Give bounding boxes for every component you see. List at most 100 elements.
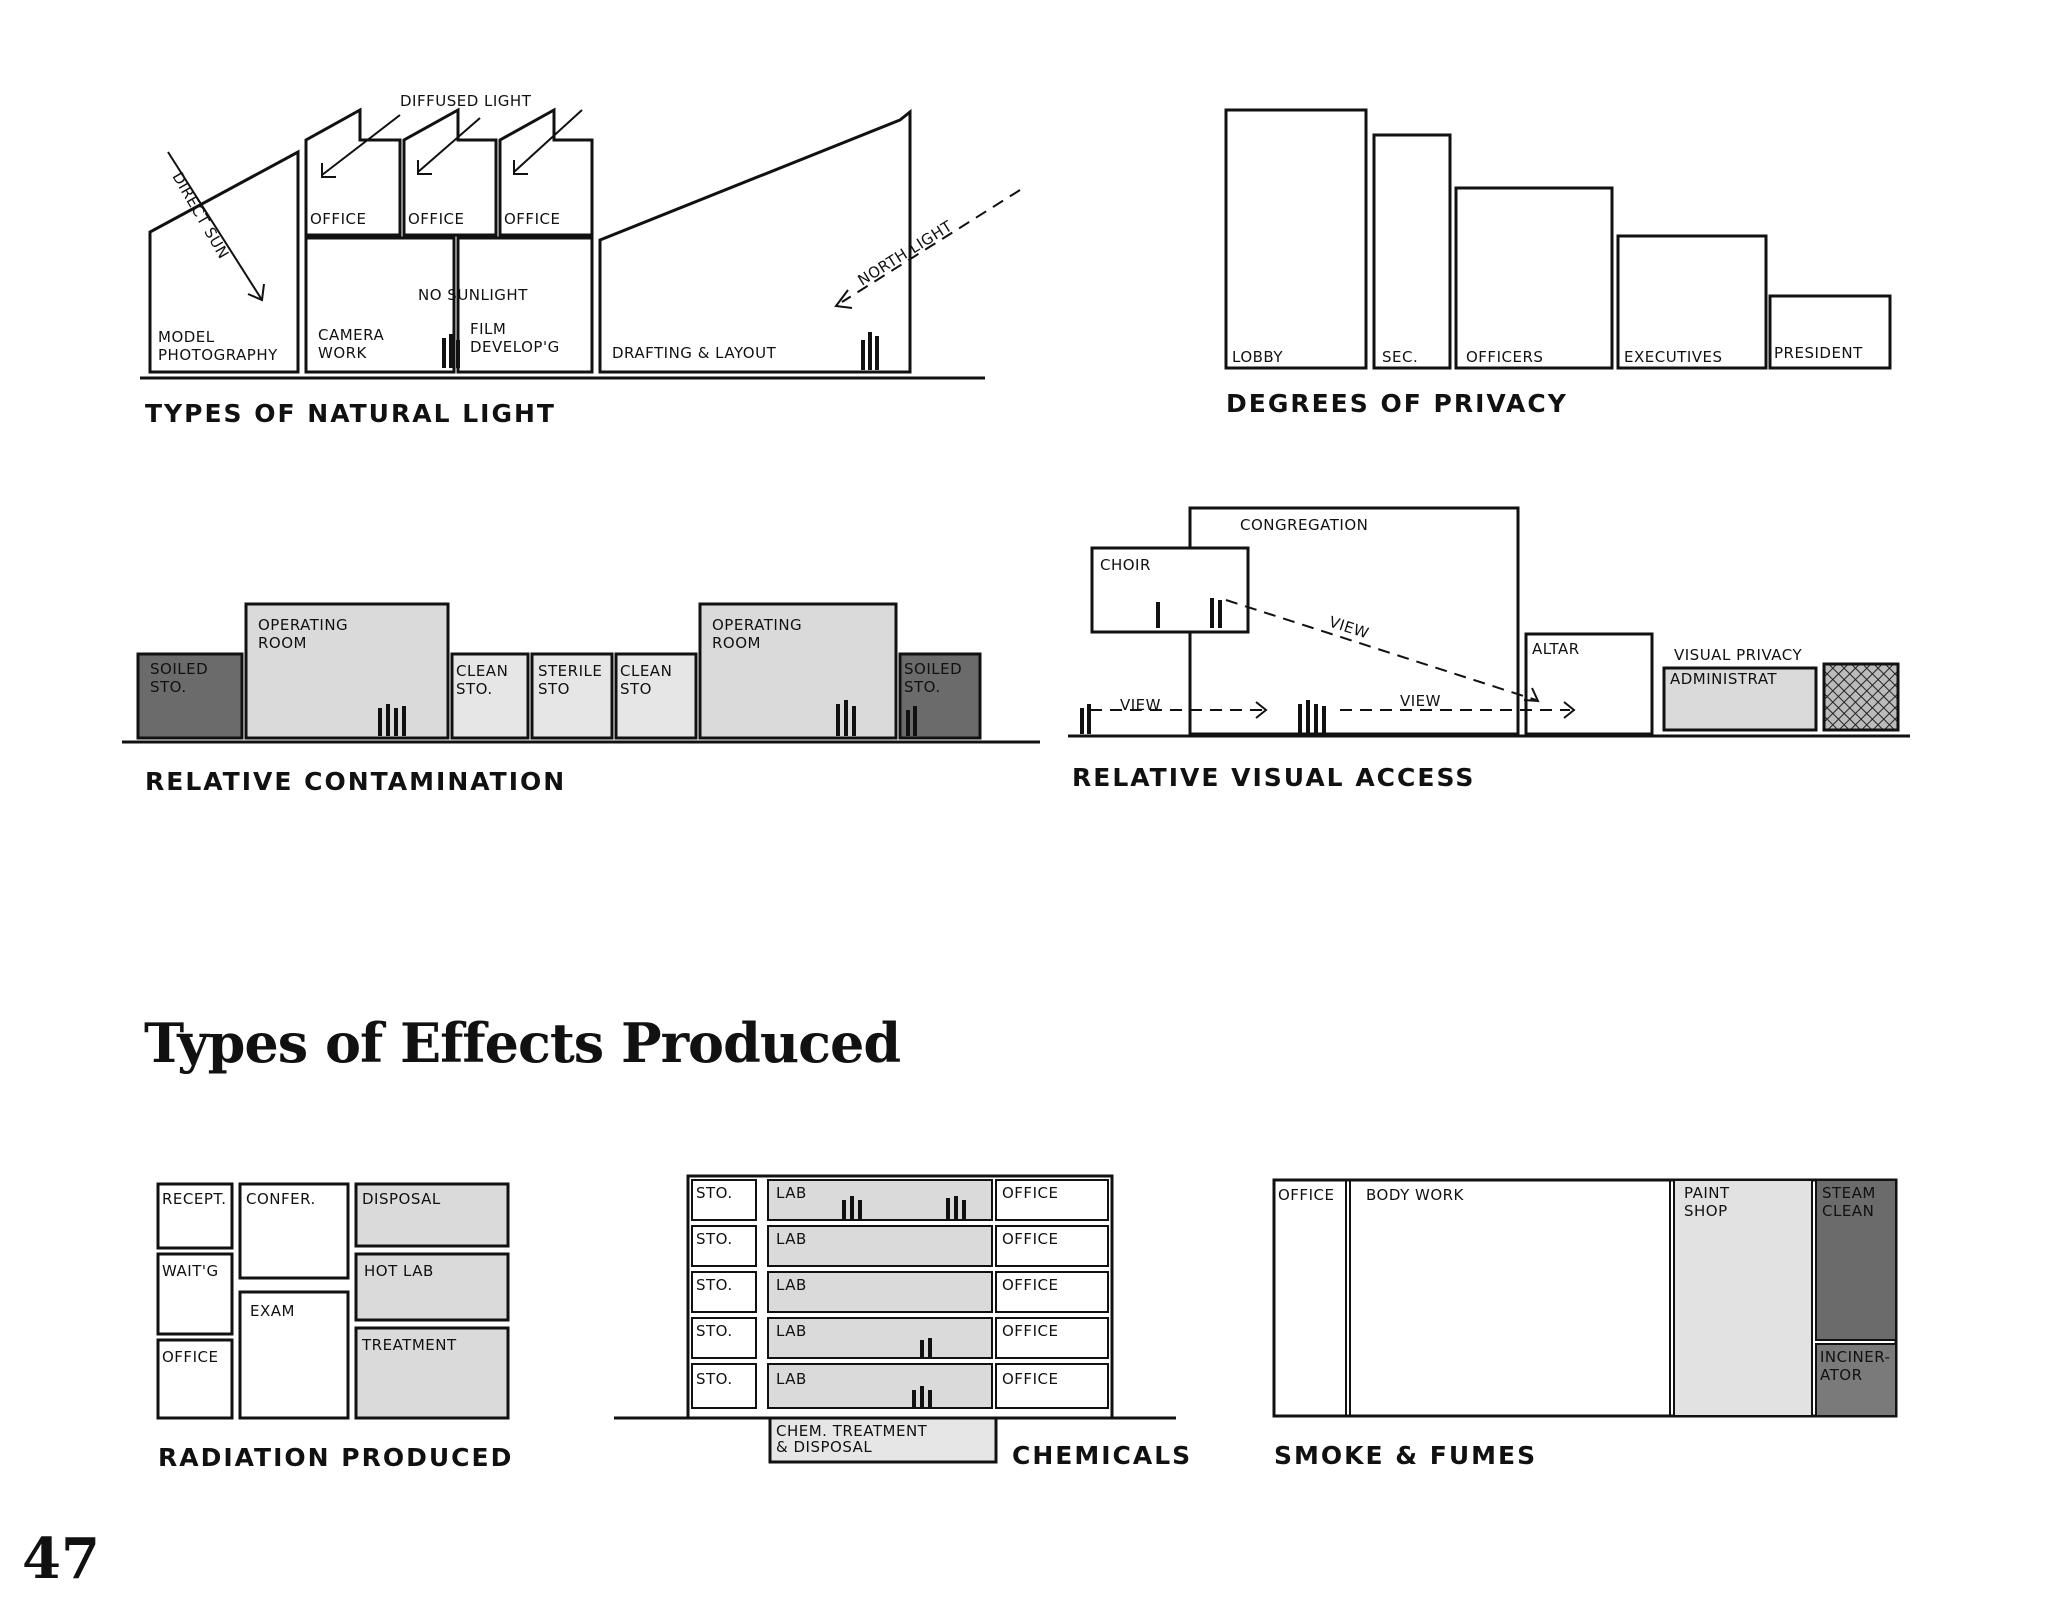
view-label-1: VIEW [1120, 696, 1161, 714]
ator-label: ATOR [1820, 1366, 1863, 1384]
sto-label-5: STO. [696, 1370, 733, 1388]
north-light-arrow [841, 189, 1021, 303]
office-bay-3 [498, 107, 594, 237]
hot-lab-label: HOT LAB [364, 1262, 434, 1280]
diffused-light-arrow-2 [417, 117, 481, 173]
incinerator-label: INCINER- [1820, 1348, 1890, 1366]
arrowhead [321, 163, 336, 178]
diffused-light-label: DIFFUSED LIGHT [400, 92, 532, 110]
conference-room [238, 1182, 350, 1280]
people-figures [378, 700, 917, 736]
arrowhead [1255, 701, 1268, 719]
soiled-storage-left [136, 652, 244, 740]
drafting-layout-label: DRAFTING & LAYOUT [612, 344, 777, 362]
waiting-room [156, 1252, 234, 1336]
section-heading: Types of Effects Produced [144, 1011, 900, 1075]
people-figures [842, 1196, 966, 1408]
recept-label: RECEPT. [162, 1190, 227, 1208]
storage-label-left: STO. [150, 678, 187, 696]
model-photography-block [148, 149, 300, 374]
congregation-label: CONGREGATION [1240, 516, 1368, 534]
sto-label-3: STO. [696, 1276, 733, 1294]
chemicals-diagram: STO. LAB OFFICE STO. LAB OFFICE STO. LAB… [614, 1174, 1190, 1470]
room-label-left: ROOM [258, 634, 307, 652]
natural-light-caption: TYPES OF NATURAL LIGHT [145, 399, 556, 428]
executives-label: EXECUTIVES [1624, 348, 1723, 366]
lab-label-1: LAB [776, 1184, 807, 1202]
office-label-1: OFFICE [1002, 1184, 1058, 1202]
body-work-label: BODY WORK [1366, 1186, 1465, 1204]
privacy-diagram: LOBBY SEC. OFFICERS EXECUTIVES PRESIDENT… [1224, 108, 1892, 418]
privacy-caption: DEGREES OF PRIVACY [1226, 389, 1568, 418]
office-label-5: OFFICE [1002, 1370, 1058, 1388]
sto-label-1: STO. [696, 1184, 733, 1202]
chem-treatment-basement [768, 1416, 998, 1464]
clean-label-1: CLEAN [456, 662, 508, 680]
clean-label-2: CLEAN [620, 662, 672, 680]
sec-label: SEC. [1382, 348, 1418, 366]
clean-sto-label-1: STO. [456, 680, 493, 698]
view-line-3 [1225, 599, 1537, 701]
people-figures [442, 332, 879, 370]
no-sunlight-label: NO SUNLIGHT [418, 286, 528, 304]
operating-room-right [698, 602, 898, 740]
contamination-diagram: SOILED STO. OPERATING ROOM CLEAN STO. ST… [122, 602, 1040, 796]
office-label-3: OFFICE [504, 210, 560, 228]
arrowhead [1523, 687, 1540, 703]
visual-access-caption: RELATIVE VISUAL ACCESS [1072, 763, 1475, 792]
paint-label: PAINT [1684, 1184, 1730, 1202]
diffused-light-arrow-3 [513, 109, 583, 173]
hot-lab-room [354, 1252, 510, 1322]
disposal-room [354, 1182, 510, 1248]
altar-room [1524, 632, 1654, 736]
paint-shop-room [1673, 1179, 1813, 1417]
natural-light-diagram: DIFFUSED LIGHT DIRECT SUN NORTH LIGHT OF… [140, 92, 1021, 428]
lab-label-3: LAB [776, 1276, 807, 1294]
president-room [1768, 294, 1892, 370]
operating-label-right: OPERATING [712, 616, 802, 634]
lab-label-4: LAB [776, 1322, 807, 1340]
sto-label-2: STO. [696, 1230, 733, 1248]
office-label-3: OFFICE [1002, 1276, 1058, 1294]
office-bay-1 [304, 107, 402, 237]
disposal-label: DISPOSAL [362, 1190, 441, 1208]
soiled-label-left: SOILED [150, 660, 208, 678]
steam-label: STEAM [1822, 1184, 1876, 1202]
officers-room [1454, 186, 1614, 370]
sto-label-4: STO. [696, 1322, 733, 1340]
clean-storage-2 [614, 652, 698, 740]
people-figures [1080, 598, 1326, 734]
film-developing-room [456, 236, 594, 374]
waiting-label: WAIT'G [162, 1262, 219, 1280]
floor-2 [691, 1225, 1109, 1267]
steam-clean-room [1815, 1179, 1897, 1341]
office-label-4: OFFICE [1002, 1322, 1058, 1340]
operating-room-left [244, 602, 450, 740]
camera-work-room [304, 236, 456, 374]
treatment-label: TREATMENT [361, 1336, 457, 1354]
developing-label: DEVELOP'G [470, 338, 560, 356]
office-label-1: OFFICE [310, 210, 366, 228]
toilet-room [1822, 662, 1900, 732]
arrowhead [417, 160, 432, 175]
model-label: MODEL [158, 328, 215, 346]
visual-access-diagram: CONGREGATION CHOIR VIEW VIEW VIEW ALTAR … [1068, 506, 1910, 792]
storage-label-right: STO. [904, 678, 941, 696]
office-label: OFFICE [1278, 1186, 1334, 1204]
executives-room [1616, 234, 1768, 370]
sterile-storage [530, 652, 614, 740]
lobby-room [1224, 108, 1368, 370]
lobby-label: LOBBY [1232, 348, 1283, 366]
view-label-3: VIEW [1327, 613, 1372, 643]
visual-privacy-label: VISUAL PRIVACY [1674, 646, 1802, 664]
operating-label-left: OPERATING [258, 616, 348, 634]
administrat-label: ADMINISTRAT [1670, 670, 1777, 688]
radiation-caption: RADIATION PRODUCED [158, 1443, 513, 1472]
exam-label: EXAM [250, 1302, 295, 1320]
camera-label: CAMERA [318, 326, 384, 344]
clean-label: CLEAN [1822, 1202, 1874, 1220]
floor-5 [691, 1363, 1109, 1409]
clean-storage-1 [450, 652, 530, 740]
incinerator-room [1815, 1343, 1897, 1417]
